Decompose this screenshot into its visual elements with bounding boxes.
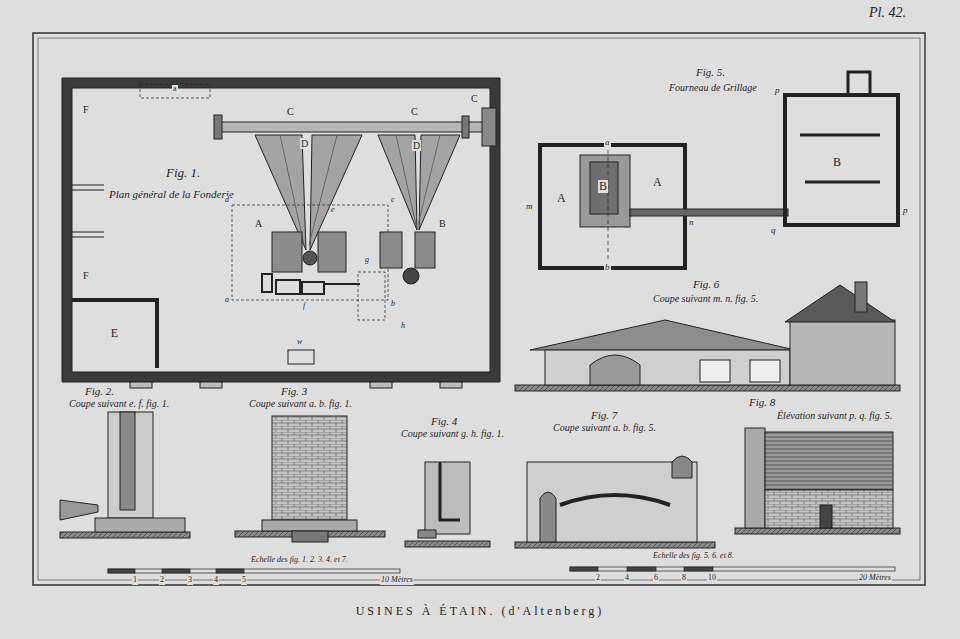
figure-caption: Coupe suivant a. b. fig. 1.: [248, 398, 353, 409]
figure-number: Fig. 7: [590, 409, 618, 421]
scale-number: 20 Mètres: [858, 574, 892, 583]
figure-caption: Coupe suivant a. b. fig. 5.: [552, 422, 657, 433]
scale-number: 10: [707, 574, 717, 583]
section-letter: a: [224, 296, 230, 305]
scale-caption: Echelle des fig. 5. 6. et 8.: [652, 552, 735, 561]
scale-number: 6: [653, 574, 659, 583]
section-letter: b: [390, 300, 396, 309]
scale-number: 10 Mètres: [380, 576, 414, 585]
scale-number: 8: [681, 574, 687, 583]
part-letter: B: [438, 218, 447, 229]
part-letter: C: [470, 93, 479, 104]
part-letter: F: [82, 270, 90, 281]
scale-number: 2: [159, 576, 165, 585]
plate-number: Pl. 42.: [868, 5, 907, 20]
scale-number: 5: [241, 576, 247, 585]
scale-bars: [108, 567, 895, 573]
part-letter: C: [410, 106, 419, 117]
figure-caption: Élévation suivant p. q. fig. 5.: [776, 410, 893, 421]
section-letter: b: [604, 263, 611, 273]
section-letter: q: [770, 226, 777, 236]
node-text: E: [110, 327, 119, 340]
figure-number: Fig. 3: [280, 385, 308, 397]
section-letter: h: [400, 322, 406, 331]
part-letter: w: [296, 338, 303, 347]
node-text: Plan général de la Fonderie: [108, 188, 235, 200]
part-letter: A: [254, 218, 263, 229]
part-letter: D: [412, 140, 421, 151]
figure-number: Fig. 8: [748, 396, 776, 408]
scale-number: 4: [624, 574, 630, 583]
part-letter: A: [652, 176, 663, 189]
figure-caption: Coupe suivant g. h. fig. 1.: [400, 428, 505, 439]
section-letter: g: [364, 256, 370, 265]
part-letter: C: [286, 106, 295, 117]
part-letter: B: [832, 156, 842, 169]
figure-caption: Coupe suivant m. n. fig. 5.: [652, 293, 759, 304]
section-letter: a: [604, 138, 611, 148]
scale-number: 4: [213, 576, 219, 585]
fig8-elevation: [735, 428, 900, 534]
part-letter: a: [172, 85, 178, 94]
node-text: Fig. 1.: [165, 166, 201, 180]
fig3-section: [235, 416, 385, 542]
fig1-plan: [62, 78, 500, 388]
section-letter: d: [224, 196, 230, 205]
plate-title: USINES À ÉTAIN. (d'Altenberg): [0, 604, 960, 619]
plate-frame: [33, 33, 925, 585]
scale-number: 2: [595, 574, 601, 583]
section-letter: n: [688, 218, 695, 228]
fig7-section: [515, 456, 715, 548]
fig6-section: [515, 282, 900, 391]
fig2-section: [60, 412, 190, 538]
scale-number: 3: [187, 576, 193, 585]
fig4-section: [405, 462, 490, 547]
room: E: [72, 300, 157, 368]
foundry-plan: Fig. 1. Plan général de la FonderieE: [62, 78, 500, 382]
fig5-plan: [540, 72, 898, 268]
figure-number: Fig. 6: [692, 278, 720, 290]
figure-caption: Fourneau de Grillage: [668, 82, 758, 93]
section-letter: p: [902, 206, 909, 216]
figure-number: Fig. 5.: [695, 66, 726, 78]
scale-number: 1: [132, 576, 138, 585]
scale-caption: Echelle des fig. 1. 2. 3. 4. et 7.: [250, 556, 349, 565]
section-letter: m: [525, 202, 534, 212]
figure-number: Fig. 2.: [84, 385, 115, 397]
part-letter: D: [300, 138, 309, 149]
section-letter: c: [390, 196, 396, 205]
part-letter: F: [82, 104, 90, 115]
figure-caption: Coupe suivant e. f. fig. 1.: [68, 398, 170, 409]
figure-number: Fig. 4: [430, 415, 458, 427]
section-letter: p: [774, 86, 781, 96]
section-letter: f: [302, 302, 306, 311]
section-letter: e: [330, 206, 336, 215]
part-letter: B: [598, 180, 608, 193]
part-letter: A: [556, 192, 567, 205]
